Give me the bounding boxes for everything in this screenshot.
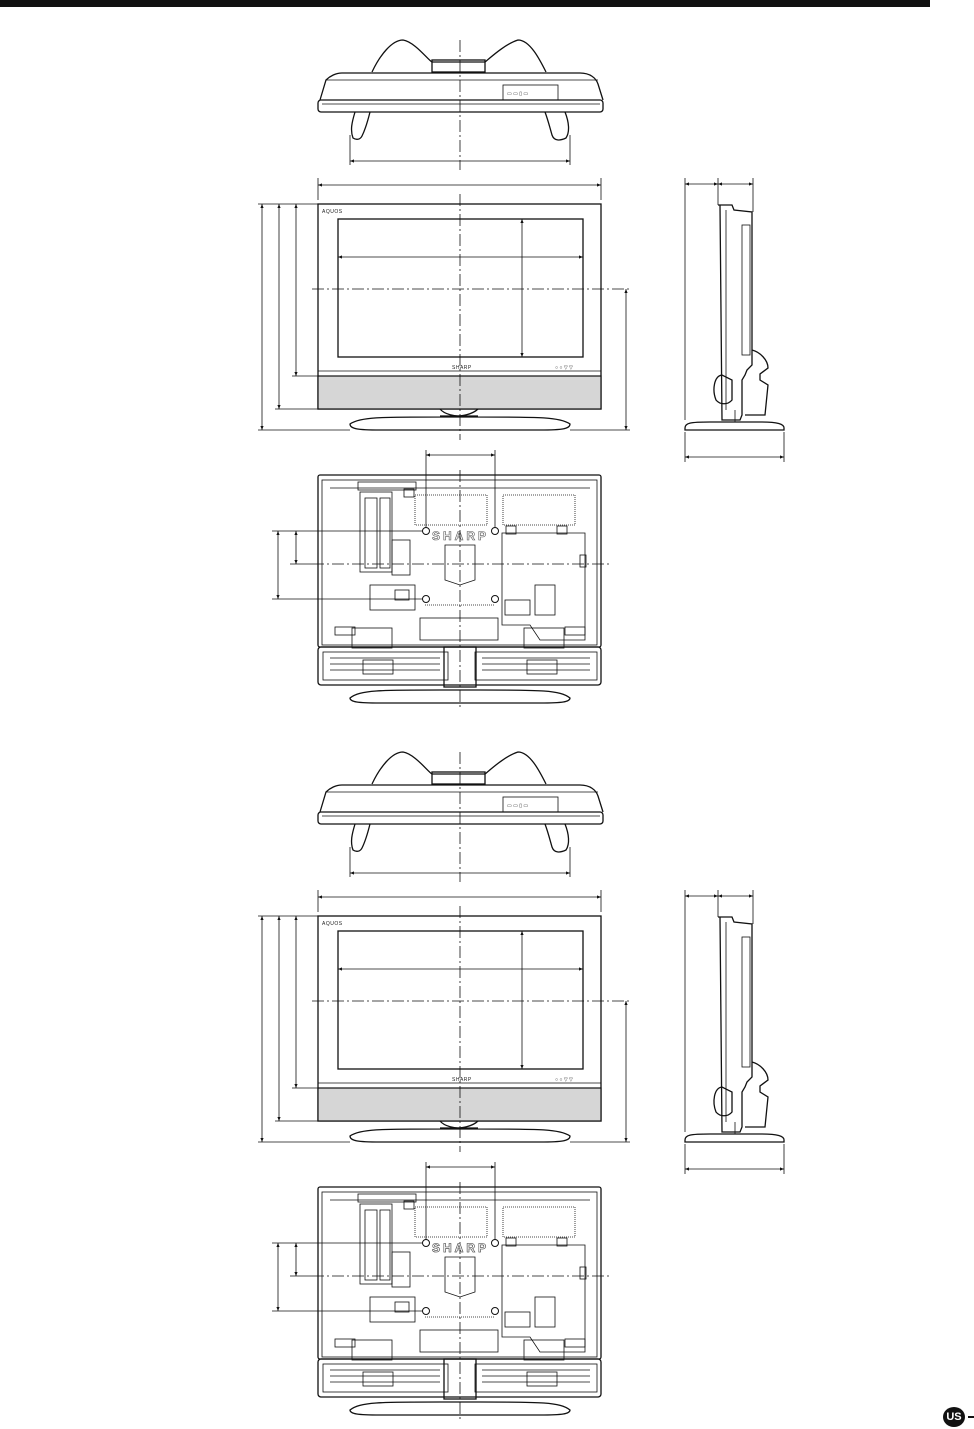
side-view: [684, 204, 785, 431]
top-view-2: [317, 751, 604, 883]
front-series-label-2: AQUOS: [322, 921, 343, 927]
front-view: [311, 193, 631, 441]
front-brand-logo-2: SHARP: [452, 1077, 472, 1083]
rear-logo-2: SHARP: [432, 1241, 489, 1255]
top-view: [317, 39, 604, 171]
region-badge: US: [943, 1407, 965, 1427]
rear-view: [311, 469, 611, 711]
rear-view-2: [311, 1181, 611, 1423]
front-indicators-2: ○ ○ ▽ ▽: [555, 1077, 573, 1083]
front-indicators: ○ ○ ▽ ▽: [555, 365, 573, 371]
model-1-drawings: AQUOS SHARP ○ ○ ▽ ▽: [258, 39, 785, 711]
front-view-2: [311, 905, 631, 1153]
page-number-dash: [968, 1416, 974, 1418]
front-brand-logo: SHARP: [452, 365, 472, 371]
page-header-bar: [0, 0, 930, 7]
model-2-drawings: AQUOS SHARP ○ ○ ▽ ▽ SHARP: [258, 751, 785, 1423]
side-view-2: [684, 916, 785, 1143]
front-series-label: AQUOS: [322, 209, 343, 215]
region-mark: US: [943, 1407, 974, 1427]
